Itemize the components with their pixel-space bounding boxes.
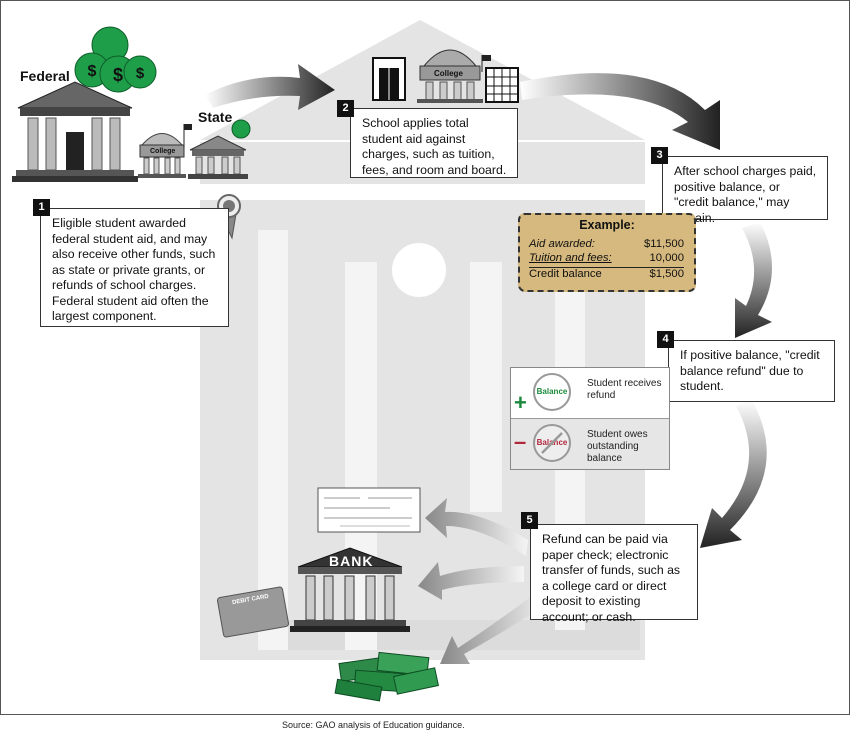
refund-arrows (418, 498, 552, 664)
state-building-icon (188, 119, 251, 179)
college-top-icon (417, 49, 491, 103)
step-3-box: After school charges paid, positive bala… (662, 156, 828, 225)
school-door-icon (372, 57, 406, 101)
dorm-building-icon (485, 67, 519, 103)
example-row-credit: Credit balance $1,500 (529, 268, 684, 283)
arrow-school-to-step3 (520, 73, 720, 150)
state-label: State (198, 109, 233, 125)
example-row-tuition: Tuition and fees: 10,000 (529, 252, 684, 268)
plus-sign-icon: + (514, 390, 527, 415)
college-small-label: College (150, 148, 176, 155)
step-2-number: 2 (337, 100, 354, 117)
step-2-text: School applies total student aid against… (362, 116, 507, 177)
step-4-text: If positive balance, "credit balance ref… (680, 348, 820, 393)
paper-check-icon (317, 487, 421, 533)
step-3-text: After school charges paid, positive bala… (674, 164, 817, 225)
arrow-step4-to-step5 (700, 400, 767, 548)
balance-circle-positive: Balance (533, 373, 571, 411)
negative-balance-text: Student owes outstanding balance (587, 429, 648, 464)
example-row-aid: Aid awarded: $11,500 (529, 238, 684, 253)
college-top-label: College (434, 69, 463, 78)
negative-balance-row: – Balance Student owes outstanding balan… (511, 419, 669, 469)
example-title: Example: (579, 218, 635, 232)
arrow-step3-to-step4 (735, 222, 773, 338)
svg-text:$: $ (136, 65, 145, 82)
example-tuition-label: Tuition and fees: (529, 252, 612, 264)
balance-circle-negative: Balance (533, 424, 571, 462)
minus-sign-icon: – (514, 429, 527, 454)
example-aid-value: $11,500 (644, 238, 684, 250)
step-2-box: School applies total student aid against… (350, 108, 518, 178)
step-5-number: 5 (521, 512, 538, 529)
example-credit-value: $1,500 (649, 268, 684, 280)
step-5-box: Refund can be paid via paper check; elec… (530, 524, 698, 624)
positive-balance-text: Student receives refund (587, 378, 662, 401)
source-note: Source: GAO analysis of Education guidan… (282, 720, 465, 730)
debit-card-icon (217, 586, 289, 638)
step-1-box: Eligible student awarded federal student… (40, 208, 229, 327)
example-box: Example: Aid awarded: $11,500 Tuition an… (518, 213, 696, 292)
step-1-text: Eligible student awarded federal student… (52, 216, 216, 323)
step-3-number: 3 (651, 147, 668, 164)
example-credit-label: Credit balance (529, 268, 602, 280)
prohibited-slash-icon (541, 432, 563, 454)
cash-stack-icon (334, 651, 440, 702)
svg-text:$: $ (113, 65, 123, 85)
svg-text:$: $ (88, 63, 97, 80)
example-tuition-value: 10,000 (649, 252, 684, 264)
small-college-icon (138, 124, 192, 178)
step-1-number: 1 (33, 199, 50, 216)
step-4-box: If positive balance, "credit balance ref… (668, 340, 835, 402)
step-4-number: 4 (657, 331, 674, 348)
arrow-federal-to-school (205, 64, 335, 110)
bank-label: BANK (329, 553, 374, 569)
federal-building-icon (12, 81, 138, 182)
example-aid-label: Aid awarded: (529, 238, 595, 250)
money-bags-icon: $ $ $ (74, 26, 157, 93)
step-5-text: Refund can be paid via paper check; elec… (542, 532, 681, 624)
balance-outcomes: + Balance Student receives refund – Bala… (510, 367, 670, 470)
positive-balance-row: + Balance Student receives refund (511, 368, 669, 419)
bank-icon (290, 547, 410, 632)
federal-label: Federal (20, 68, 70, 84)
